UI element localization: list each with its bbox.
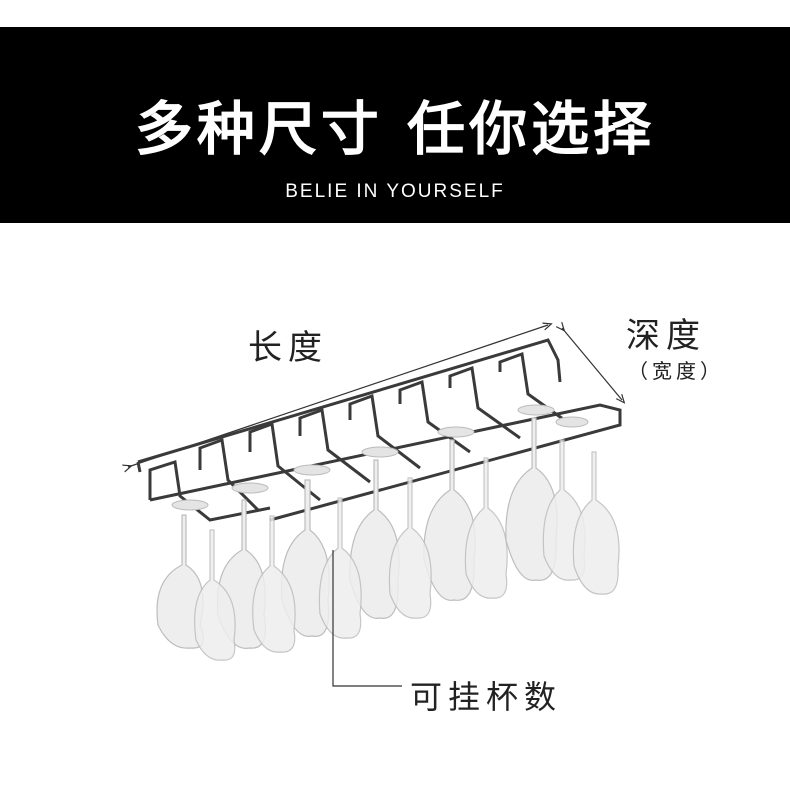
wine-glasses [156,417,620,661]
banner-subtitle: BELIE IN YOURSELF [285,181,505,202]
width-note: （宽度） [628,359,724,383]
cup-count-leader-line [332,550,402,687]
cup-count-label: 可挂杯数 [410,678,563,716]
header-banner: 多种尺寸 任你选择 BELIE IN YOURSELF [0,27,790,223]
banner-title: 多种尺寸 任你选择 [134,95,656,163]
depth-label: 深度 [626,316,706,356]
depth-dimension-line [562,328,622,400]
glass-bases [171,404,589,511]
